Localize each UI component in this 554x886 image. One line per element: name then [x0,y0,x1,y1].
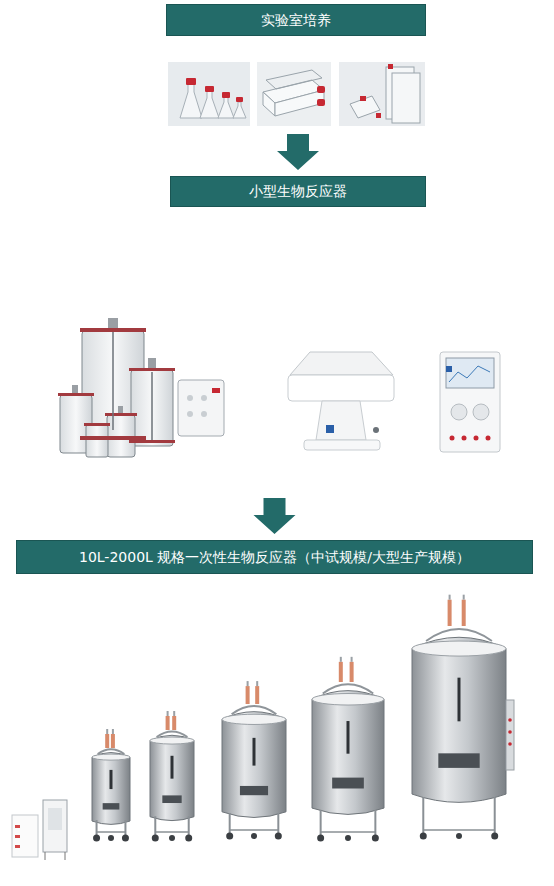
filter-tip [167,711,169,716]
vessel-body [92,753,130,825]
caster [122,835,129,842]
flow-arrow [254,498,296,534]
caster [108,835,114,841]
vessel-lid [412,641,506,656]
caster [456,833,462,839]
stage-banner: 小型生物反应器 [170,176,426,207]
caster [152,835,159,842]
filter-tip [256,681,258,686]
caster [372,835,379,842]
stage-label: 10L-2000L 规格一次性生物反应器（中试规模/大型生产规模） [79,549,470,566]
leg [124,820,126,836]
stainless-vessels [92,595,514,842]
vent-filter [350,662,354,682]
vent-filter [339,662,343,682]
flow-arrow [277,134,319,170]
sight-slot [171,756,174,779]
vent-filter [246,686,250,704]
bioreactor-vessel [92,729,130,842]
sight-slot [253,738,256,766]
vessel-lid [312,694,384,706]
control-panel [506,700,514,770]
sight-slot [458,678,461,722]
filter-tip [106,729,108,734]
bioreactor-vessel [312,657,384,842]
port-window [103,803,120,809]
lab-culture-photos [168,62,425,126]
stage-label: 实验室培养 [261,12,331,29]
leg [96,820,98,836]
single-use-bioreactors [12,800,67,860]
filter-tip [351,657,353,662]
vessel-body [312,691,384,815]
leg [277,813,279,834]
vessel-body [150,735,194,820]
filter-tip [112,729,114,734]
filter-tip [247,681,249,686]
port-window [332,778,364,789]
rocking-bioreactor [288,352,394,450]
bioreactor-vessel [150,711,194,842]
vent-filter [105,734,109,748]
leg [229,813,231,834]
vessel-lid [150,737,194,744]
indicator-dot [508,742,512,746]
caster [226,833,233,840]
caster [251,833,257,839]
stage-label: 小型生物反应器 [249,183,347,200]
sight-slot [110,770,113,789]
bioreactor-vessel [412,595,506,840]
indicator-dot [508,730,512,734]
indicator-dot [508,718,512,722]
vent-filter [462,600,466,626]
base-bar [230,829,279,831]
vent-filter [111,734,115,748]
vent-filter [255,686,259,704]
filter-tip [463,595,465,600]
caster [275,833,282,840]
caster [345,835,351,841]
leg [188,816,190,836]
stage-banner: 实验室培养 [166,4,426,36]
stage-banner: 10L-2000L 规格一次性生物反应器（中试规模/大型生产规模） [16,540,533,574]
bioreactor-vessel [222,681,286,839]
control-tower [440,352,500,452]
vessel-lid [92,754,130,760]
filter-tip [340,657,342,662]
base-bar [321,831,376,833]
port-window [240,786,268,795]
glass-bioreactors [58,318,224,457]
caster [420,833,427,840]
base-bar [97,831,126,833]
port-window [438,753,479,768]
vessel-body [412,637,506,802]
leg [494,798,496,834]
base-bar [423,829,494,831]
vessel-lid [222,714,286,724]
base-bar [155,831,188,833]
leg [154,816,156,836]
port-window [162,795,181,803]
vent-filter [448,600,452,626]
sight-slot [347,721,350,754]
filter-tip [173,711,175,716]
caster [317,835,324,842]
caster [491,833,498,840]
vent-filter [166,716,170,730]
vessel-body [222,712,286,818]
leg [422,798,424,834]
caster [169,835,175,841]
filter-tip [449,595,451,600]
caster [93,835,100,842]
caster [185,835,192,842]
vent-filter [172,716,176,730]
